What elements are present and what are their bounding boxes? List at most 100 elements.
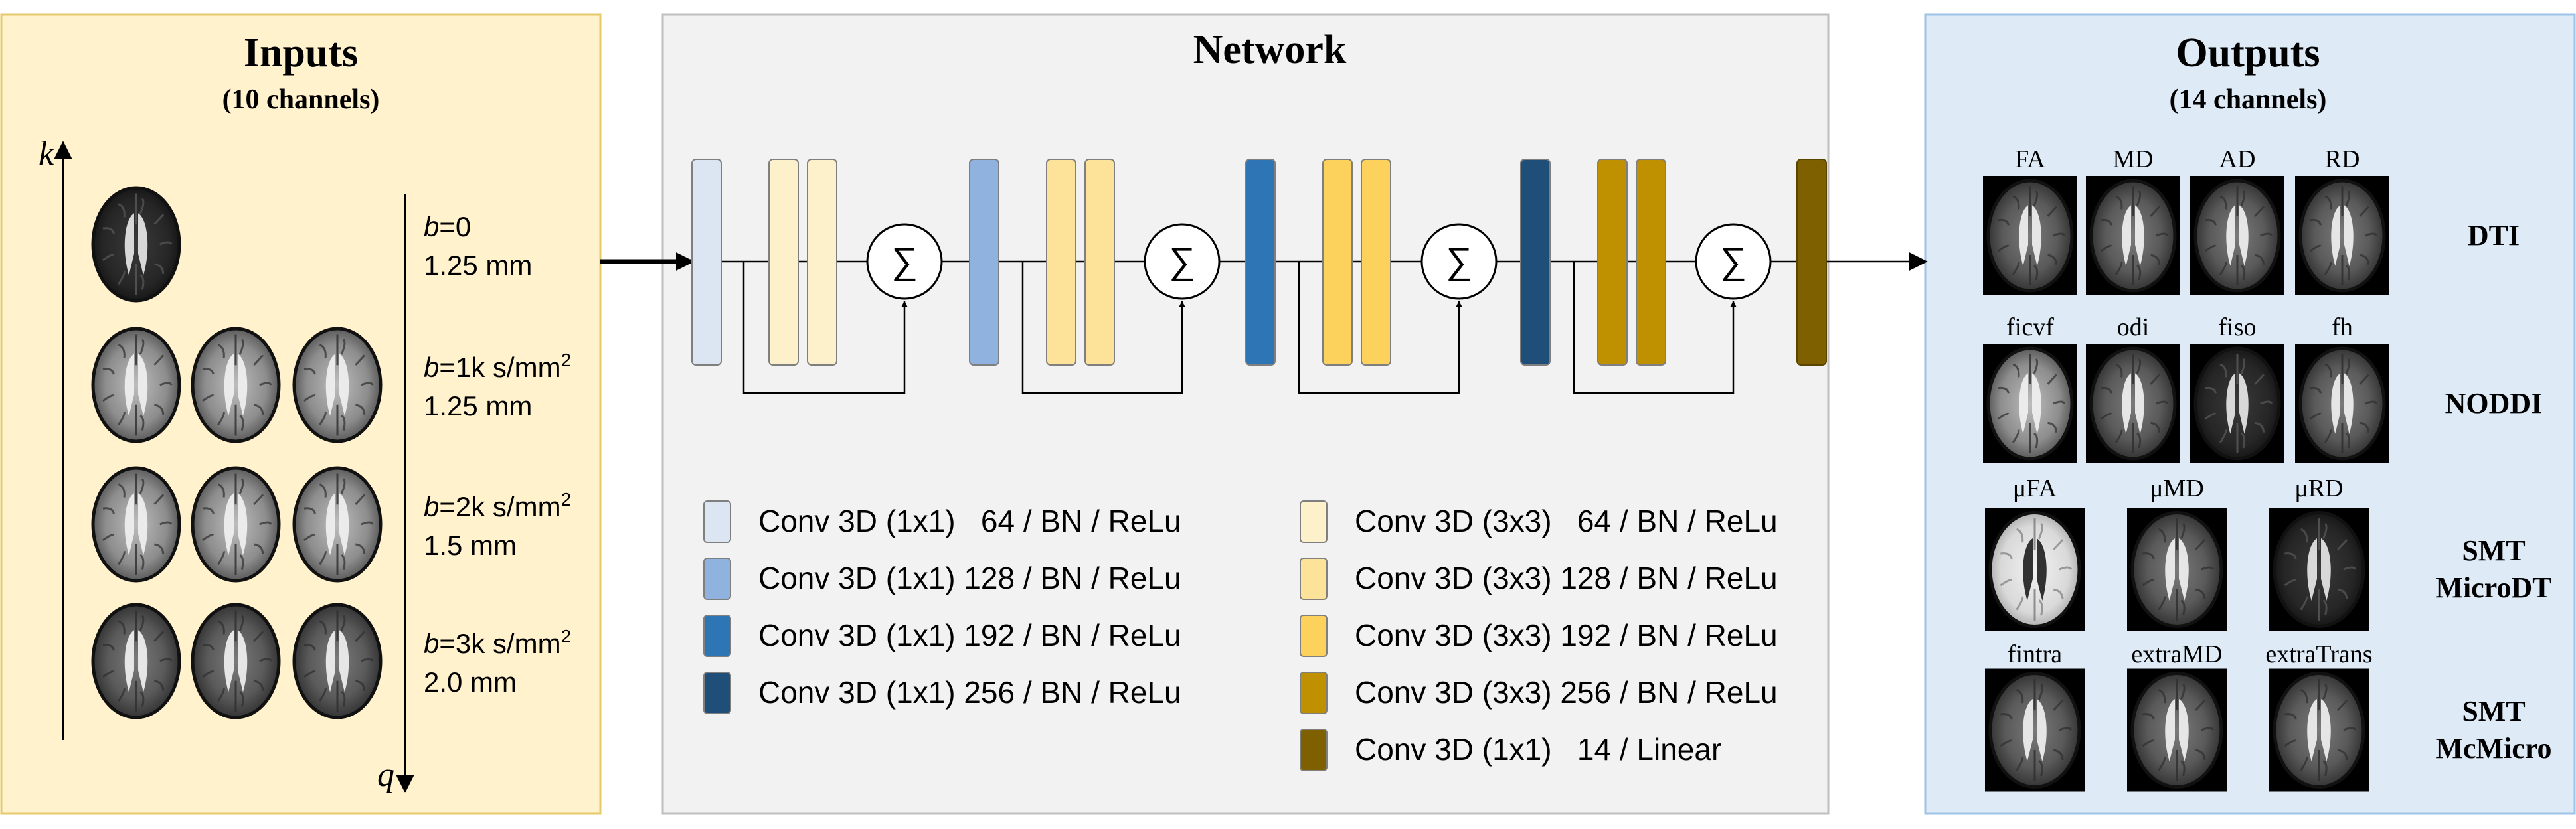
output-map-label: fh (2332, 313, 2353, 341)
input-brain-image (91, 327, 181, 443)
conv1x1-block (1245, 159, 1276, 366)
output-group-name: NODDI (2445, 387, 2543, 419)
output-map-label: odi (2117, 313, 2150, 341)
input-brain-image (292, 603, 383, 719)
output-brain-image (2130, 672, 2223, 789)
output-brain-image (1986, 346, 2074, 461)
legend-swatch (703, 615, 731, 657)
skip-connection (1021, 262, 1185, 394)
output-brain-image (2273, 511, 2365, 628)
b-value-label: b=1k s/mm2 (424, 350, 571, 383)
output-brain-image (1988, 511, 2081, 628)
inputs-title: Inputs (244, 31, 358, 76)
conv3x3-block (1084, 159, 1115, 366)
sum-symbol: ∑ (1446, 240, 1472, 281)
output-brain-image (1986, 179, 2074, 293)
resolution-label: 1.25 mm (424, 390, 532, 421)
legend-swatch (1300, 558, 1328, 600)
output-map-label: fintra (2008, 641, 2062, 668)
output-map-label: extraTrans (2265, 641, 2372, 668)
output-map-label: AD (2219, 145, 2256, 173)
legend-item: Conv 3D (1x1) 128 / BN / ReLu (703, 558, 1181, 600)
sum-symbol: ∑ (1720, 240, 1747, 281)
legend-swatch (1300, 729, 1328, 771)
legend-swatch (703, 500, 731, 543)
sum-symbol: ∑ (891, 240, 918, 281)
sum-symbol: ∑ (1169, 240, 1195, 281)
output-map-label: fiso (2219, 313, 2257, 341)
output-brain-image (2089, 346, 2177, 461)
legend-swatch (1300, 500, 1328, 543)
conv3x3-block (1322, 159, 1353, 366)
output-group-name: SMT (2462, 695, 2525, 727)
input-brain-image (191, 603, 281, 719)
output-brain-image (1988, 672, 2081, 789)
conv3x3-block (1046, 159, 1076, 366)
resolution-label: 1.5 mm (424, 530, 517, 561)
input-brain-image (292, 327, 383, 443)
legend-label: Conv 3D (3x3) 192 / BN / ReLu (1355, 618, 1778, 652)
legend-item: Conv 3D (3x3) 192 / BN / ReLu (1300, 615, 1778, 657)
conv1x1-block (1520, 159, 1551, 366)
b-value-label: b=2k s/mm2 (424, 489, 571, 522)
outputs-title: Outputs (2176, 31, 2320, 76)
sum-node (1695, 223, 1772, 300)
b-value-label: b=0 (424, 211, 471, 242)
output-map-label: μMD (2150, 475, 2204, 502)
skip-connection (1573, 262, 1737, 394)
input-brain-image (191, 466, 281, 583)
output-conv-block (1796, 159, 1827, 366)
legend-item: Conv 3D (1x1) 256 / BN / ReLu (703, 672, 1181, 714)
legend-label: Conv 3D (1x1) 128 / BN / ReLu (758, 561, 1181, 595)
resolution-label: 2.0 mm (424, 666, 517, 698)
input-brain-image (191, 327, 281, 443)
conv3x3-block (1361, 159, 1391, 366)
output-group-name: McMicro (2435, 732, 2551, 765)
q-axis-label: q (377, 756, 394, 794)
conv3x3-block (1636, 159, 1666, 366)
legend-item: Conv 3D (1x1) 64 / BN / ReLu (703, 500, 1181, 543)
sum-node (866, 223, 943, 300)
legend-label: Conv 3D (1x1) 256 / BN / ReLu (758, 675, 1181, 710)
conv3x3-block (1597, 159, 1628, 366)
k-axis-label: k (39, 135, 54, 173)
output-brain-image (2273, 672, 2365, 789)
b-value-label: b=3k s/mm2 (424, 626, 571, 659)
legend-item: Conv 3D (1x1) 14 / Linear (1300, 729, 1721, 771)
output-brain-image (2089, 179, 2177, 293)
legend-label: Conv 3D (3x3) 256 / BN / ReLu (1355, 675, 1778, 710)
input-brain-image (91, 186, 181, 303)
legend-swatch (1300, 672, 1328, 714)
legend-item: Conv 3D (3x3) 256 / BN / ReLu (1300, 672, 1778, 714)
resolution-label: 1.25 mm (424, 250, 532, 281)
legend-item: Conv 3D (3x3) 128 / BN / ReLu (1300, 558, 1778, 600)
output-brain-image (2130, 511, 2223, 628)
network-panel (661, 13, 1830, 815)
output-map-label: FA (2015, 145, 2045, 173)
output-map-label: μRD (2294, 475, 2343, 502)
input-brain-image (292, 466, 383, 583)
output-map-label: μFA (2013, 475, 2057, 502)
legend-item: Conv 3D (3x3) 64 / BN / ReLu (1300, 500, 1778, 543)
output-map-label: RD (2325, 145, 2360, 173)
skip-connection (742, 262, 908, 394)
legend-label: Conv 3D (1x1) 14 / Linear (1355, 732, 1721, 767)
output-brain-image (2193, 346, 2281, 461)
output-group-name: DTI (2468, 219, 2520, 252)
conv1x1-block (691, 159, 722, 366)
sum-node (1420, 223, 1498, 300)
legend-label: Conv 3D (1x1) 192 / BN / ReLu (758, 618, 1181, 652)
legend-item: Conv 3D (1x1) 192 / BN / ReLu (703, 615, 1181, 657)
outputs-subtitle: (14 channels) (2170, 84, 2327, 115)
legend-swatch (1300, 615, 1328, 657)
input-brain-image (91, 466, 181, 583)
input-brain-image (91, 603, 181, 719)
output-map-label: MD (2112, 145, 2153, 173)
legend-label: Conv 3D (3x3) 64 / BN / ReLu (1355, 504, 1778, 538)
output-brain-image (2193, 179, 2281, 293)
inputs-subtitle: (10 channels) (222, 84, 380, 115)
legend-label: Conv 3D (1x1) 64 / BN / ReLu (758, 504, 1181, 538)
output-brain-image (2298, 346, 2386, 461)
network-title: Network (1193, 27, 1347, 72)
